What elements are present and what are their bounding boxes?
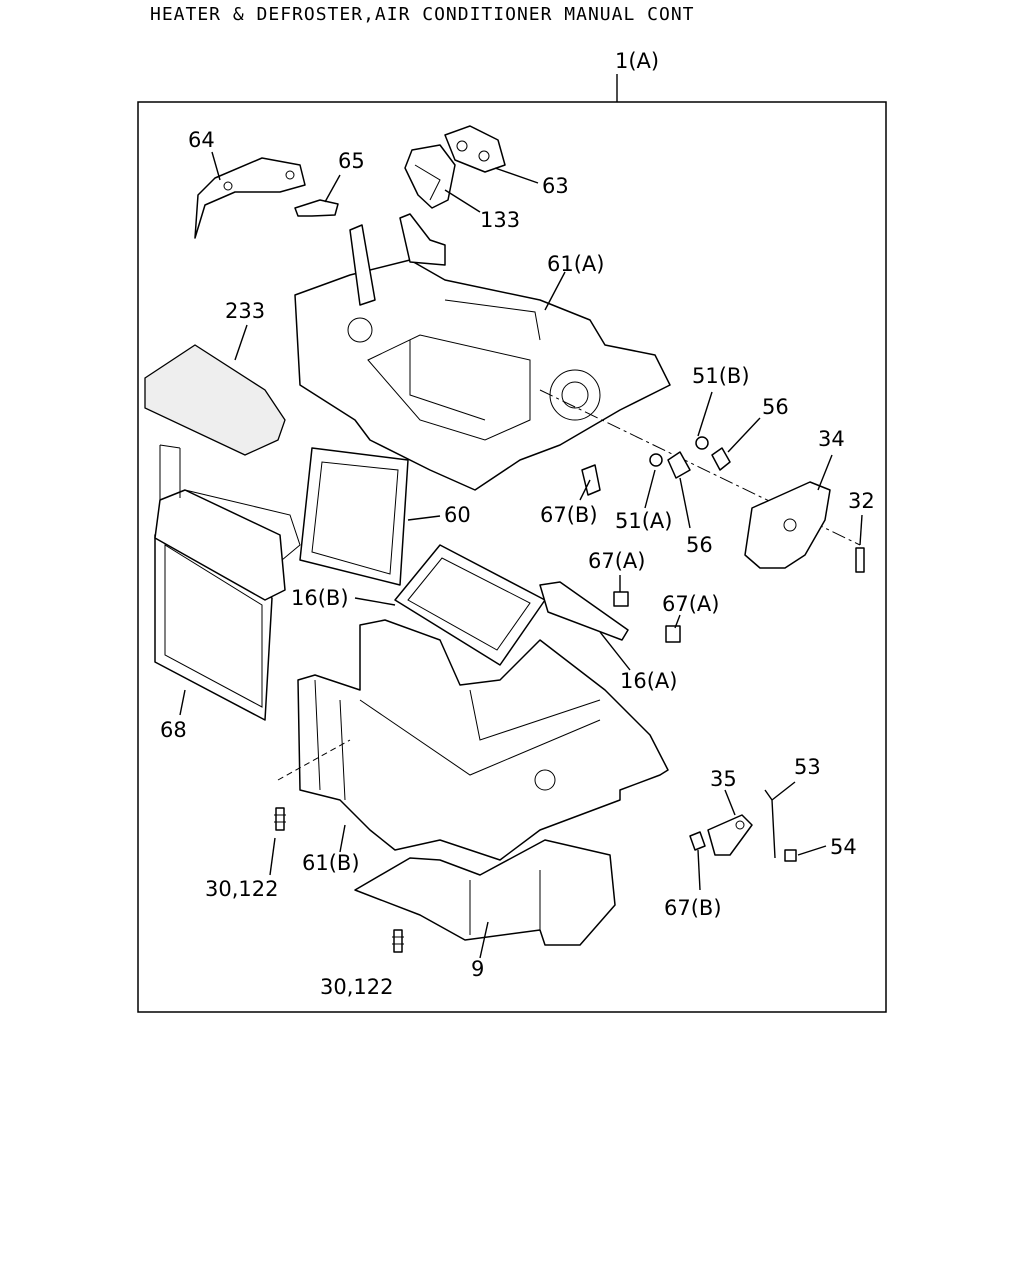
part-56-arm-lower[interactable] [667,451,691,479]
part-61b-lower-case[interactable] [297,619,669,861]
part-53-rod[interactable] [764,789,776,859]
label-30122-left: 30,122 [205,877,278,901]
label-53: 53 [794,755,821,779]
label-67b-lower: 67(B) [664,896,722,920]
part-67a-clip-2[interactable] [665,625,681,643]
label-51a: 51(A) [615,509,672,533]
label-56-upper: 56 [762,395,789,419]
part-61a-upper-case[interactable] [294,213,671,491]
label-1a: 1(A) [615,49,659,73]
label-32: 32 [848,489,875,513]
part-56-arm-upper[interactable] [711,447,731,471]
diagram-frame [137,101,887,1013]
part-35-lever[interactable] [707,814,753,856]
part-67b-clip-lower[interactable] [689,831,706,851]
part-51b-clip[interactable] [695,436,709,450]
part-54-cap[interactable] [784,849,797,862]
part-67a-clip-1[interactable] [613,591,629,607]
label-68: 68 [160,718,187,742]
label-64: 64 [188,128,215,152]
label-54: 54 [830,835,857,859]
label-35: 35 [710,767,737,791]
part-65-clip[interactable] [294,199,339,217]
label-34: 34 [818,427,845,451]
part-63-seal[interactable] [444,125,506,173]
part-233-cover[interactable] [144,344,286,456]
label-16b: 16(B) [291,586,349,610]
label-67b-upper: 67(B) [540,503,598,527]
part-16a-door[interactable] [539,581,629,641]
label-30122-bottom: 30,122 [320,975,393,999]
label-67a-1: 67(A) [588,549,645,573]
part-68-heater-core[interactable] [154,444,301,721]
part-60-air-filter[interactable] [299,447,409,586]
part-133-lever[interactable] [404,144,456,209]
part-64-bracket[interactable] [194,157,306,239]
label-61a: 61(A) [547,252,604,276]
label-16a: 16(A) [620,669,677,693]
label-63: 63 [542,174,569,198]
label-133: 133 [480,208,520,232]
part-51a-clip[interactable] [649,453,663,467]
label-233: 233 [225,299,265,323]
label-61b: 61(B) [302,851,360,875]
part-34-actuator-plate[interactable] [744,481,831,569]
page-title: HEATER & DEFROSTER,AIR CONDITIONER MANUA… [150,4,695,25]
part-32-screw[interactable] [855,547,865,573]
part-30122-screw-bottom[interactable] [392,929,404,953]
label-51b: 51(B) [692,364,750,388]
label-60: 60 [444,503,471,527]
label-65: 65 [338,149,365,173]
label-9: 9 [471,957,484,981]
label-67a-2: 67(A) [662,592,719,616]
part-30122-screw-left[interactable] [274,807,286,831]
label-56-lower: 56 [686,533,713,557]
part-9-duct[interactable] [354,839,616,946]
